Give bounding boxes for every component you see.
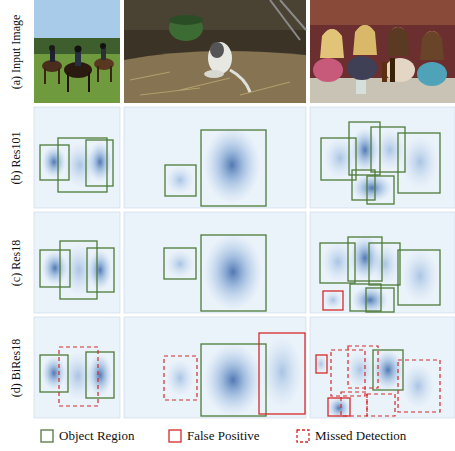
legend-text: False Positive [187,428,260,444]
row-label: (c) Res18 [9,240,24,286]
input-photo-horses [34,0,120,103]
legend-text: Object Region [59,428,134,444]
heatmap-activations [42,127,438,419]
legend-item: False Positive [168,428,260,444]
legend-swatch [168,429,182,443]
legend-text: Missed Detection [315,428,406,444]
object-region-boxes [40,122,440,416]
legend-item: Object Region [40,428,134,444]
input-photo-cat [124,0,306,103]
missed-detection-boxes [59,346,440,416]
legend-item: Missed Detection [296,428,406,444]
row-label: (d) BiRes18 [9,339,24,397]
row-label: (a) Input Image [9,15,24,90]
heatmap-panels [34,107,455,418]
false-positive-boxes [259,291,350,416]
legend-swatch [296,429,310,443]
legend-swatch [40,429,54,443]
input-photo-party [310,0,455,103]
row-label: (b) Res101 [9,132,24,185]
